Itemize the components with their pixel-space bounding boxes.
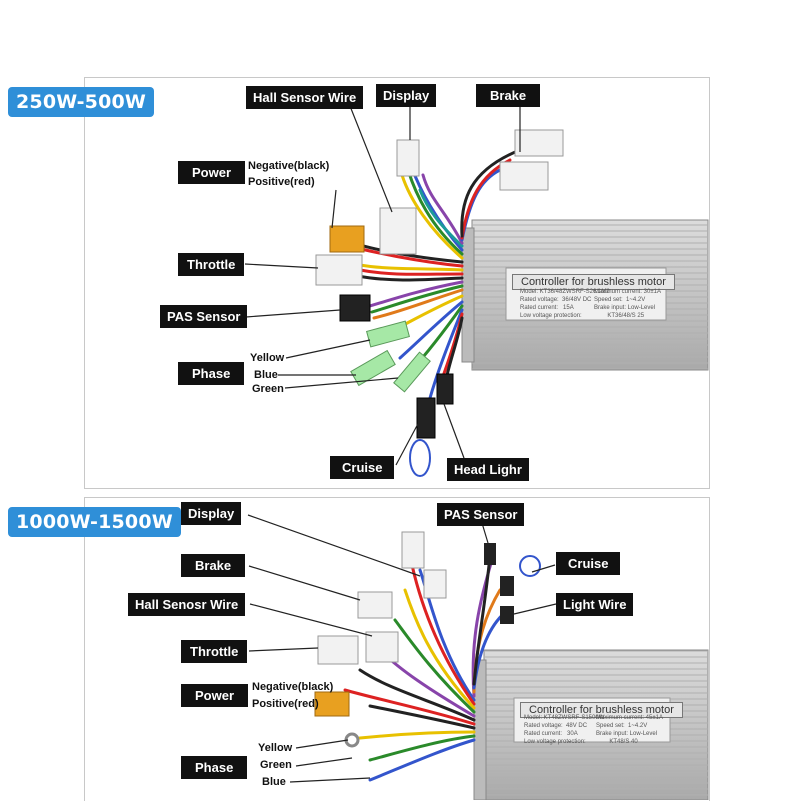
bottom-light-wire-label: Light Wire	[556, 593, 634, 616]
bottom-controller-spec-left: Model: KT48ZWSRF-S1500W Rated voltage: 4…	[524, 715, 605, 745]
top-phase-blue-note: Blue	[254, 369, 278, 381]
bottom-power-label: Power	[181, 684, 249, 707]
bottom-pointer-lines	[247, 514, 557, 783]
top-power-positive-note: Positive(red)	[248, 176, 315, 188]
bottom-controller-spec-right: Maximum current: 45±1A Speed set: 1~4.2V…	[596, 715, 663, 745]
top-cruise-label: Cruise	[330, 456, 395, 479]
top-connectors	[315, 129, 564, 477]
top-phase-yellow-note: Yellow	[250, 352, 285, 364]
bottom-brake-label: Brake	[181, 554, 246, 577]
top-power-negative-note: Negative(black)	[248, 160, 330, 172]
bottom-phase-green-note: Green	[260, 759, 292, 771]
bottom-throttle-label: Throttle	[181, 640, 248, 663]
bottom-controller-title: Controller for brushless motor	[520, 702, 683, 718]
bottom-hall-sensor-label: Hall Senosr Wire	[128, 593, 246, 616]
bottom-power-positive-note: Positive(red)	[252, 698, 319, 710]
bottom-phase-yellow-note: Yellow	[258, 742, 293, 754]
top-phase-label: Phase	[178, 362, 245, 385]
top-display-label: Display	[376, 84, 437, 107]
top-controller-body	[461, 219, 709, 371]
top-throttle-label: Throttle	[178, 253, 245, 276]
top-controller-spec-left: Model: KT36/48ZWSRF-S26.1M2 Rated voltag…	[520, 289, 610, 319]
bottom-phase-blue-note: Blue	[262, 776, 286, 788]
top-hall-sensor-label: Hall Sensor Wire	[246, 86, 364, 109]
top-power-range-badge: 250W-500W	[8, 87, 155, 117]
top-pointer-lines	[244, 105, 521, 466]
top-controller-spec-right: Maximum current: 30±1A Speed set: 1~4.2V…	[594, 289, 661, 319]
top-brake-label: Brake	[476, 84, 541, 107]
bottom-cruise-label: Cruise	[556, 552, 621, 575]
top-phase-green-note: Green	[252, 383, 284, 395]
top-power-label: Power	[178, 161, 246, 184]
top-pas-sensor-label: PAS Sensor	[160, 305, 248, 328]
bottom-controller-body	[473, 649, 709, 800]
bottom-power-negative-note: Negative(black)	[252, 681, 334, 693]
bottom-connectors	[314, 531, 541, 748]
top-headlight-label: Head Lighr	[447, 458, 529, 481]
bottom-pas-sensor-label: PAS Sensor	[437, 503, 525, 526]
top-controller-title: Controller for brushless motor	[512, 274, 675, 290]
bottom-phase-label: Phase	[181, 756, 248, 779]
bottom-wire-harness	[343, 553, 510, 782]
bottom-display-label: Display	[181, 502, 242, 525]
bottom-power-range-badge: 1000W-1500W	[8, 507, 181, 537]
